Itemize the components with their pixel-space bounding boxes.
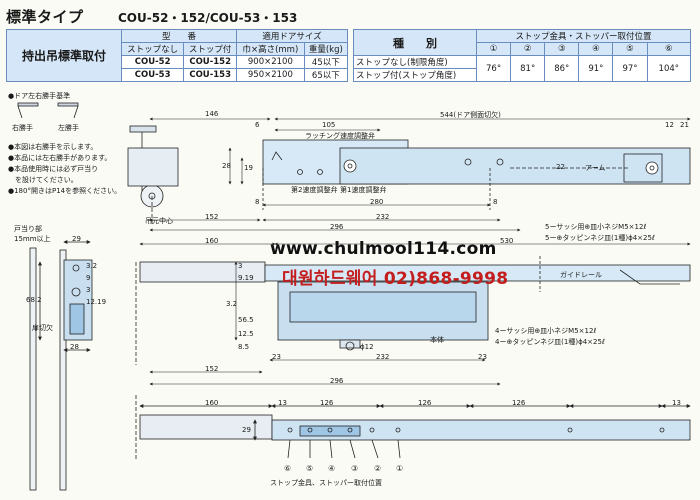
kind-label: 種 別	[353, 29, 477, 56]
side-view-drawing	[135, 256, 691, 365]
section-detail	[29, 240, 93, 491]
note-line: ●本図は右勝手を示します。	[8, 143, 98, 151]
top-view-drawing	[127, 125, 691, 225]
circled-number: ④	[328, 464, 336, 473]
note-line: を設けてください。	[8, 176, 78, 184]
watermark-company: 대원하드웨어 02)868-9998	[282, 269, 509, 289]
spec-table: 持出吊標準取付 型 番 適用ドアサイズ ストップなし ストップ付 巾×高さ(mm…	[6, 29, 349, 82]
guide-rail-label: ガイドレール	[560, 271, 602, 279]
circled-number: ①	[396, 464, 404, 473]
door-hand-diagram	[17, 102, 79, 119]
doorstop-label: 戸当り部	[14, 225, 42, 233]
table-row: COU-52 COU-152 900×2100 45以下	[7, 55, 349, 69]
circled-number: ⑥	[284, 464, 292, 473]
top-view-dimensions	[149, 117, 691, 232]
body-label: 本体	[430, 336, 444, 344]
screw-label: 5ー⊕タッピンネジ皿(1種)ϕ4×25ℓ	[545, 234, 655, 242]
doorstop-size: 15mm以上	[14, 235, 51, 243]
circled-number: ③	[351, 464, 359, 473]
circled-number: ②	[374, 464, 382, 473]
note-line: ●本品使用時には必ず戸当り	[8, 165, 99, 173]
note-line: ●本品には左右勝手があります。	[8, 154, 112, 162]
sub-no-stop: ストップなし	[120, 42, 185, 56]
ratchet-valve-label: ラッチング速度調整弁	[305, 132, 375, 140]
note-line: ●180°開きはP14を参照ください。	[8, 187, 122, 195]
arm-label: アーム	[585, 164, 606, 172]
screw-label: 4ーサッシ用⊕皿小ネジM5×12ℓ	[495, 327, 597, 335]
valve2-label: 第2速度調整弁	[291, 186, 338, 194]
bottom-view-drawing	[135, 395, 691, 460]
stop-position-caption: ストップ金具、ストッパー取付位置	[270, 479, 382, 487]
left-hand-label: 左勝手	[58, 124, 79, 132]
row-with-stop: ストップ付(ストップ角度)	[353, 68, 477, 82]
col-model: 型 番	[120, 29, 238, 43]
spec-table-title: 持出吊標準取付	[6, 29, 122, 82]
door-cut-label: 扉切欠	[32, 324, 53, 332]
page-title: 標準タイプ	[6, 8, 84, 26]
screw-label: 4ー⊕タッピンネジ皿(1種)ϕ4×25ℓ	[495, 338, 605, 346]
side-view-dimensions	[139, 242, 691, 386]
sub-with-stop: ストップ付	[183, 42, 238, 56]
watermark-url: www.chulmool114.com	[270, 239, 497, 259]
right-hand-label: 右勝手	[12, 124, 33, 132]
stop-position-table: 種 別 ストップ金具・ストッパー取付位置 ① ② ③ ④ ⑤ ⑥ ストップなし(…	[353, 29, 692, 82]
circled-number: ⑤	[306, 464, 314, 473]
table-row: COU-53 COU-153 950×2100 65以下	[7, 68, 349, 82]
door-hand-note: ●ドア左右勝手基準	[8, 92, 71, 100]
valve1-label: 第1速度調整弁	[340, 186, 387, 194]
pivot-center-label: 吊元中心	[145, 217, 173, 225]
model-numbers: COU-52・152/COU-53・153	[118, 11, 298, 25]
screw-label: 5ーサッシ用⊕皿小ネジM5×12ℓ	[545, 223, 647, 231]
